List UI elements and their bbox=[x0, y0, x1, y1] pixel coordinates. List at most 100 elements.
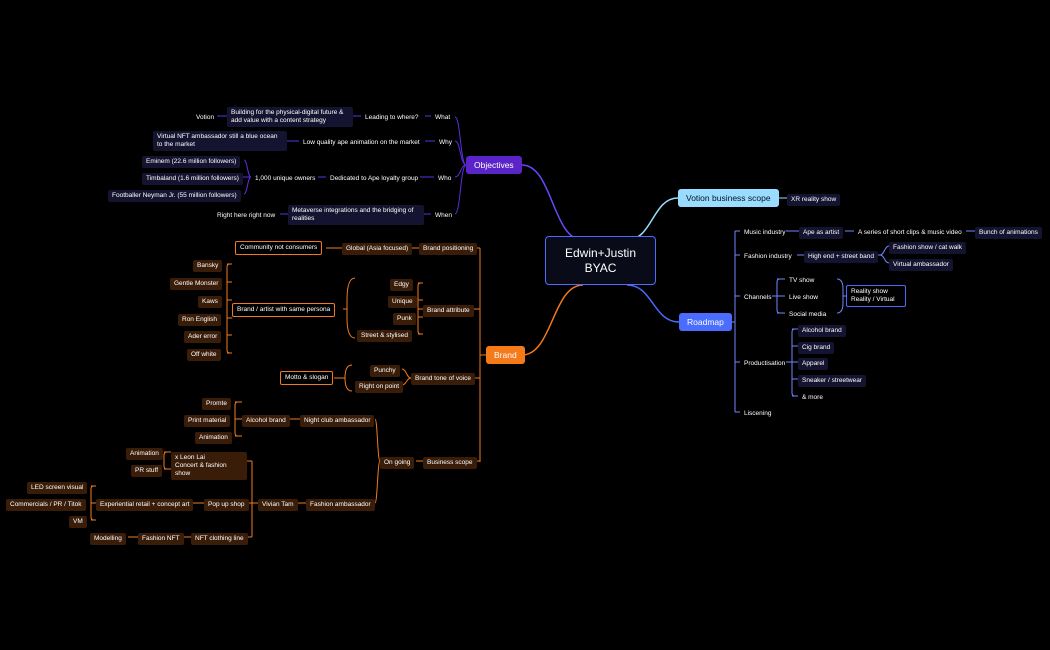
promte-leaf[interactable]: Promte bbox=[202, 398, 231, 410]
root-title: Edwin+Justin bbox=[564, 245, 637, 260]
modelling-leaf[interactable]: Modelling bbox=[90, 533, 126, 545]
objectives-node[interactable]: Objectives bbox=[466, 156, 522, 174]
metaverse-node[interactable]: Metaverse integrations and the bridging … bbox=[288, 205, 424, 225]
connector-line bbox=[401, 377, 412, 386]
channels-node[interactable]: Channels bbox=[744, 294, 772, 301]
nft-clothing-node[interactable]: NFT clothing line bbox=[191, 533, 248, 545]
leading-to-where-node[interactable]: Leading to where? bbox=[365, 114, 419, 121]
alcohol-brand-leaf[interactable]: Alcohol brand bbox=[798, 325, 846, 337]
connector-line bbox=[374, 418, 381, 462]
connector-line bbox=[243, 159, 252, 178]
gentle-monster-leaf[interactable]: Gentle Monster bbox=[170, 278, 223, 290]
live-show-node[interactable]: Live show bbox=[789, 294, 818, 301]
brand-attribute-node[interactable]: Brand attribute bbox=[423, 305, 474, 317]
ape-artist-node[interactable]: Ape as artist bbox=[799, 227, 844, 239]
reality-brace bbox=[836, 278, 844, 314]
tv-show-node[interactable]: TV show bbox=[789, 277, 815, 284]
when-node[interactable]: When bbox=[435, 212, 452, 219]
xr-reality-leaf[interactable]: XR reality show bbox=[787, 194, 841, 206]
ader-error-leaf[interactable]: Ader error bbox=[184, 331, 222, 343]
persona-brace bbox=[346, 277, 356, 339]
ape-loyalty-node[interactable]: Dedicated to Ape loyalty group bbox=[330, 175, 419, 182]
root-node[interactable]: Edwin+Justin BYAC bbox=[545, 236, 656, 285]
community-node[interactable]: Community not consumers bbox=[235, 241, 323, 255]
high-end-street-node[interactable]: High end + street band bbox=[804, 251, 878, 263]
kaws-leaf[interactable]: Kaws bbox=[198, 296, 222, 308]
fashion-show-leaf[interactable]: Fashion show / cat walk bbox=[889, 242, 967, 254]
timbaland-leaf[interactable]: Timbaland (1.6 million followers) bbox=[142, 173, 243, 185]
cig-brand-leaf[interactable]: Cig brand bbox=[798, 342, 835, 354]
objectives-branch bbox=[521, 164, 584, 241]
and-more-leaf[interactable]: & more bbox=[802, 394, 823, 401]
right-here-leaf[interactable]: Right here right now bbox=[217, 212, 276, 219]
music-industry-node[interactable]: Music industry bbox=[744, 229, 786, 236]
productisation-node[interactable]: Productisation bbox=[744, 360, 786, 367]
street-stylised-node[interactable]: Street & stylised bbox=[357, 330, 412, 342]
business-scope-node[interactable]: Business scope bbox=[423, 457, 477, 469]
licensing-node[interactable]: Liscening bbox=[744, 410, 772, 417]
connector-line bbox=[401, 368, 412, 379]
sneaker-leaf[interactable]: Sneaker / streetwear bbox=[798, 375, 866, 387]
apparel-leaf[interactable]: Apparel bbox=[798, 358, 829, 370]
ron-english-leaf[interactable]: Ron English bbox=[178, 314, 222, 326]
led-screen-leaf[interactable]: LED screen visual bbox=[27, 482, 88, 494]
punk-node[interactable]: Punk bbox=[393, 313, 416, 325]
who-node[interactable]: Who bbox=[438, 175, 452, 182]
fashion-industry-node[interactable]: Fashion industry bbox=[744, 253, 792, 260]
leon-lai-node[interactable]: x Leon Lai Concert & fashion show bbox=[171, 452, 247, 480]
neymar-leaf[interactable]: Footballer Neyman Jr. (55 million follow… bbox=[108, 190, 241, 202]
vivian-tam-node[interactable]: Vivian Tam bbox=[258, 499, 298, 511]
why-node[interactable]: Why bbox=[439, 139, 452, 146]
connector-line bbox=[243, 176, 252, 195]
low-quality-ape-node[interactable]: Low quality ape animation on the market bbox=[303, 139, 420, 146]
fashion-nft-node[interactable]: Fashion NFT bbox=[138, 533, 184, 545]
unique-owners-node[interactable]: 1,000 unique owners bbox=[255, 175, 316, 182]
experiential-retail-node[interactable]: Experiential retail + concept art bbox=[96, 499, 194, 511]
on-going-node[interactable]: On going bbox=[380, 457, 415, 469]
bunch-animations-leaf[interactable]: Bunch of animations bbox=[975, 227, 1042, 239]
vm-leaf[interactable]: VM bbox=[69, 516, 87, 528]
physical-digital-future-node[interactable]: Building for the physical-digital future… bbox=[227, 107, 353, 127]
votion-scope-node[interactable]: Votion business scope bbox=[678, 189, 779, 207]
bansky-leaf[interactable]: Bansky bbox=[193, 260, 223, 272]
animation-leaf[interactable]: Animation bbox=[195, 432, 232, 444]
roadmap-branch bbox=[626, 284, 680, 323]
short-clips-node[interactable]: A series of short clips & music video bbox=[858, 229, 962, 236]
reality-show-node[interactable]: Reality show Reality / Virtual bbox=[846, 285, 906, 307]
brand-positioning-node[interactable]: Brand positioning bbox=[419, 243, 478, 255]
votion-branch bbox=[626, 197, 679, 241]
objectives-when-link bbox=[454, 164, 467, 215]
votion-leaf[interactable]: Votion bbox=[196, 114, 215, 121]
right-on-point-node[interactable]: Right on point bbox=[355, 381, 404, 393]
objectives-why-link bbox=[454, 140, 467, 166]
global-asia-node[interactable]: Global (Asia focused) bbox=[342, 243, 413, 255]
roadmap-node[interactable]: Roadmap bbox=[679, 313, 732, 331]
connector-line bbox=[879, 245, 890, 256]
off-white-leaf[interactable]: Off white bbox=[187, 349, 221, 361]
brand-node[interactable]: Brand bbox=[486, 346, 525, 364]
leon-animation-leaf[interactable]: Animation bbox=[126, 448, 163, 460]
commercials-leaf[interactable]: Commercials / PR / Titok bbox=[6, 499, 86, 511]
motto-slogan-node[interactable]: Motto & slogan bbox=[280, 371, 334, 385]
blue-ocean-node[interactable]: Virtual NFT ambassador still a blue ocea… bbox=[153, 131, 287, 151]
social-media-node[interactable]: Social media bbox=[789, 311, 827, 318]
pr-stuff-leaf[interactable]: PR stuff bbox=[131, 465, 163, 477]
leon-brace bbox=[163, 451, 168, 470]
print-material-leaf[interactable]: Print material bbox=[184, 415, 231, 427]
alcohol-brand-node[interactable]: Alcohol brand bbox=[242, 415, 290, 427]
artists-brace bbox=[226, 263, 231, 354]
fashion-ambassador-node[interactable]: Fashion ambassador bbox=[306, 499, 375, 511]
night-club-node[interactable]: Night club ambassador bbox=[300, 415, 375, 427]
virtual-ambassador-leaf[interactable]: Virtual ambassador bbox=[889, 259, 953, 271]
punchy-node[interactable]: Punchy bbox=[370, 365, 400, 377]
tone-of-voice-node[interactable]: Brand tone of voice bbox=[411, 373, 476, 385]
persona-node[interactable]: Brand / artist with same persona bbox=[232, 303, 336, 317]
what-node[interactable]: What bbox=[435, 114, 451, 121]
unique-node[interactable]: Unique bbox=[388, 296, 417, 308]
pop-up-shop-node[interactable]: Pop up shop bbox=[204, 499, 249, 511]
connector-line bbox=[374, 460, 381, 504]
edgy-node[interactable]: Edgy bbox=[390, 279, 413, 291]
root-subtitle: BYAC bbox=[584, 260, 617, 275]
eminem-leaf[interactable]: Eminem (22.6 million followers) bbox=[142, 156, 241, 168]
